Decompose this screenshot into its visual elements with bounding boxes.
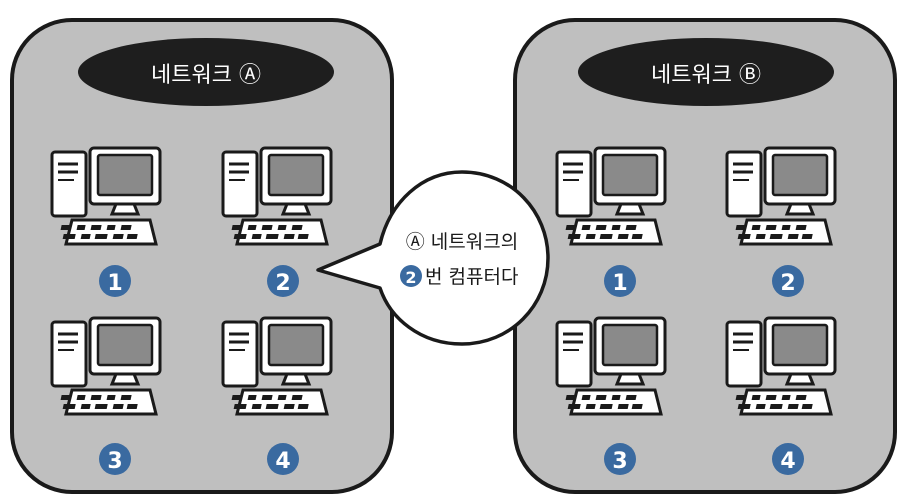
badge-label: 4 (780, 449, 795, 474)
network-b-computer-3-icon (555, 316, 667, 416)
badge-label: 2 (780, 271, 795, 296)
network-a-badge-1: 1 (99, 265, 131, 297)
network-b-group: 네트워크 Ⓑ 1 2 3 4 (513, 18, 897, 494)
network-a-computer-3-icon (50, 316, 162, 416)
network-b-badge-2: 2 (772, 265, 804, 297)
network-a-computer-1-icon (50, 146, 162, 246)
network-b-computer-1-icon (555, 146, 667, 246)
speech-bubble-line-2-text: 번 컴퓨터다 (425, 266, 518, 288)
network-b-title: 네트워크 Ⓑ (651, 63, 761, 88)
badge-label: 2 (275, 271, 290, 296)
network-a-badge-3: 3 (99, 443, 131, 475)
number-badge-icon (99, 443, 131, 475)
network-b-badge-4: 4 (772, 443, 804, 475)
network-a-title-pill (78, 38, 334, 106)
network-a-computer-4-icon (221, 316, 333, 416)
network-a-computer-2-icon (221, 146, 333, 246)
network-b-badge-3: 3 (604, 443, 636, 475)
speech-bubble: Ⓐ 네트워크의 2 번 컴퓨터다 (316, 170, 550, 346)
speech-bubble-line-2: 2 번 컴퓨터다 (400, 265, 518, 288)
number-badge-icon (604, 443, 636, 475)
network-b-computer-4-icon (725, 316, 837, 416)
badge-label: 1 (107, 271, 122, 296)
network-b-computer-2-icon (725, 146, 837, 246)
speech-bubble-shape (316, 170, 550, 346)
number-badge-icon (267, 443, 299, 475)
network-a-title: 네트워크 Ⓐ (151, 63, 261, 88)
number-badge-icon (267, 265, 299, 297)
speech-bubble-line-1: Ⓐ 네트워크의 (406, 231, 518, 253)
network-b-badge-1: 1 (604, 265, 636, 297)
speech-bubble-badge-label: 2 (405, 268, 416, 287)
number-badge-icon (604, 265, 636, 297)
badge-label: 4 (275, 449, 290, 474)
network-a-badge-2: 2 (267, 265, 299, 297)
badge-label: 3 (107, 449, 122, 474)
number-badge-icon (772, 265, 804, 297)
network-a-badge-4: 4 (267, 443, 299, 475)
number-badge-icon (99, 265, 131, 297)
network-b-title-pill (578, 38, 834, 106)
number-badge-icon (772, 443, 804, 475)
network-a-group: 네트워크 Ⓐ 1 2 3 4 (10, 18, 394, 494)
badge-label: 3 (612, 449, 627, 474)
number-badge-icon (400, 265, 422, 287)
badge-label: 1 (612, 271, 627, 296)
